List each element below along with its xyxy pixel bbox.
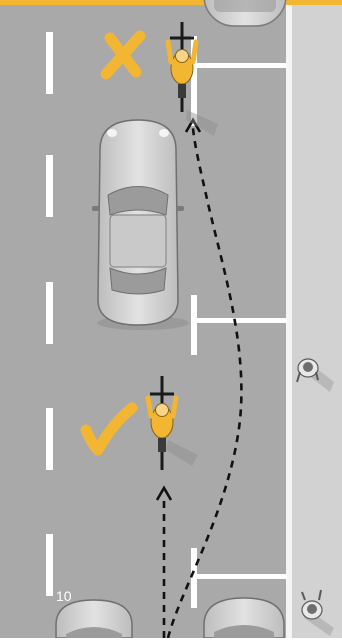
parked-car-bottom	[204, 598, 284, 638]
sidewalk	[292, 0, 342, 638]
top-accent-bar	[0, 0, 342, 5]
moving-car-bottom	[56, 600, 132, 638]
page-number: 10	[56, 588, 72, 604]
parked-car-middle	[92, 120, 189, 330]
